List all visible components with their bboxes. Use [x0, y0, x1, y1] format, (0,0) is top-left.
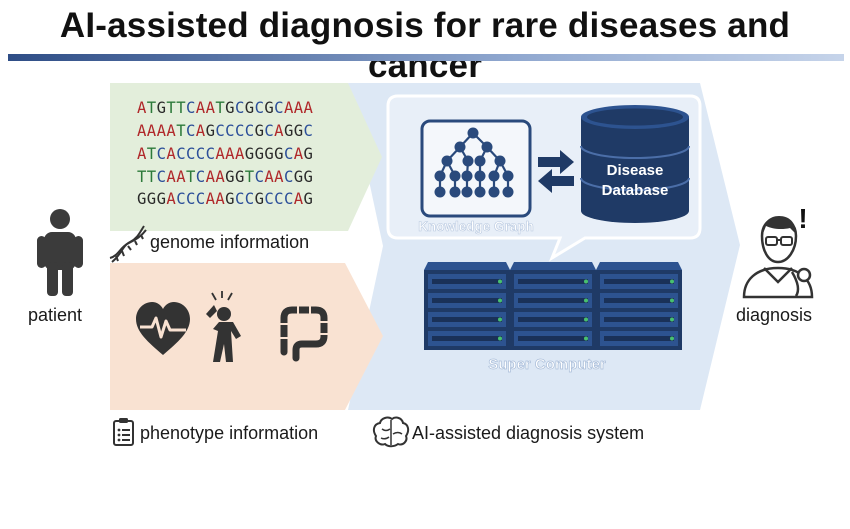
phenotype-label: phenotype information: [140, 423, 319, 443]
brain-icon: [372, 416, 410, 448]
intestine-icon: [279, 305, 329, 362]
heart-rate-icon: [136, 302, 190, 355]
genome-sequence-line: GGGACCCAAGCCGCCCAG: [137, 190, 314, 208]
database-label-line1: Disease: [607, 162, 664, 179]
person-icon: [37, 209, 83, 296]
knowledge-graph-icon: [420, 119, 532, 218]
alert-mark: !: [798, 203, 807, 234]
database-label-line2: Database: [602, 182, 669, 199]
system-label: AI-assisted diagnosis system: [412, 423, 645, 443]
genome-sequence-line: TTCAATCAAGGTCAACGG: [137, 168, 314, 186]
dna-icon: [109, 225, 147, 263]
server-rack-icon: [424, 262, 682, 350]
exchange-arrows-icon: [538, 150, 574, 193]
database-icon: [580, 105, 690, 223]
patient-label: patient: [28, 305, 83, 325]
clipboard-icon: [113, 418, 134, 446]
knowledge-graph-label: Knowledge Graph: [418, 219, 534, 234]
genome-label: genome information: [150, 232, 310, 252]
diagnosis-label: diagnosis: [736, 305, 813, 325]
genome-sequence-line: ATCACCCCAAAGGGGCAG: [137, 145, 314, 163]
doctor-icon: [742, 216, 814, 299]
title-underline: [8, 54, 844, 61]
genome-sequence-line: AAAATCAGCCCCGCAGGC: [137, 122, 314, 140]
phenotype-panel: [110, 263, 383, 410]
page-title: AI-assisted diagnosis for rare diseases …: [59, 6, 791, 85]
genome-sequence-line: ATGTTCAATGCGCGCAAA: [137, 99, 314, 117]
genome-panel: [110, 83, 382, 231]
pain-person-icon: [206, 291, 241, 362]
supercomputer-label: Super Computer: [488, 356, 606, 373]
